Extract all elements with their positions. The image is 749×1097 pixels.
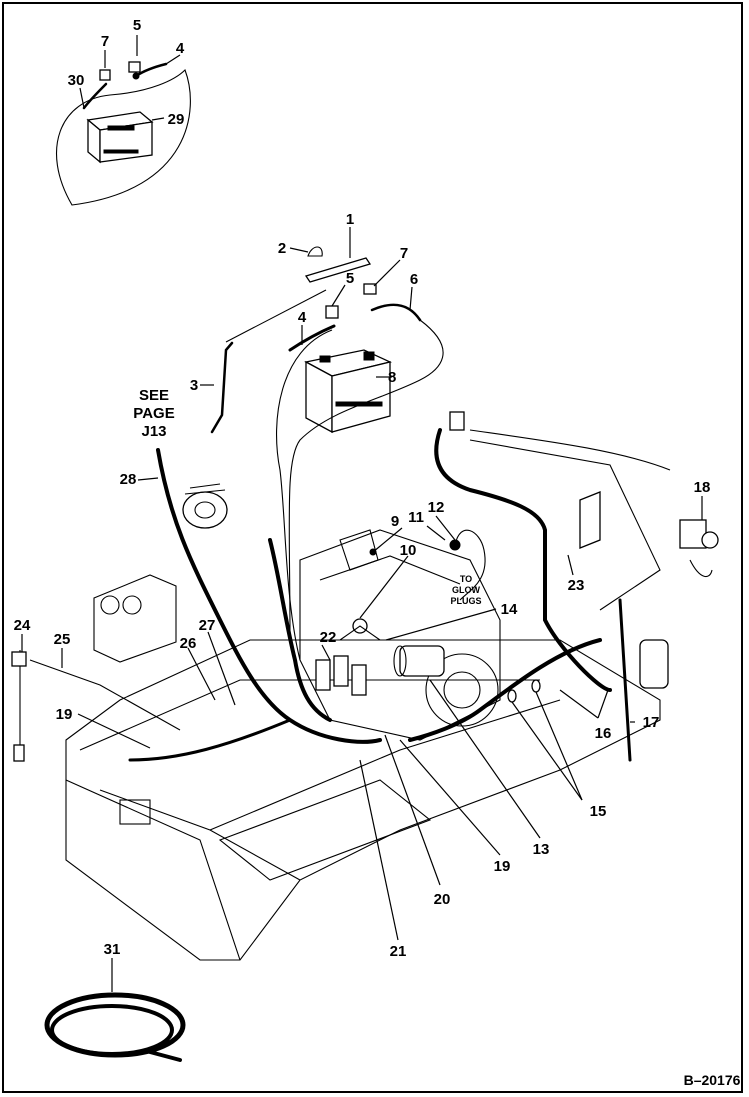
see-page-note-line3: J13 — [141, 423, 166, 440]
callout-9: 9 — [391, 513, 399, 530]
callout-1: 1 — [346, 211, 354, 228]
callout-12: 12 — [428, 499, 445, 516]
tie-15a — [507, 689, 517, 703]
battery-negative-cable — [288, 324, 336, 352]
main-battery — [304, 349, 392, 434]
callout-29: 29 — [168, 111, 185, 128]
terminal-cover-5 — [325, 305, 339, 319]
fuel-tank-left — [93, 574, 177, 663]
glow-plugs-note-line2: GLOW — [452, 585, 480, 595]
battery-positive-cable — [370, 303, 422, 322]
callout-18: 18 — [694, 479, 711, 496]
callout-19-left: 19 — [56, 706, 73, 723]
reservoir — [639, 639, 669, 689]
inset-terminal-cover-b — [128, 61, 141, 73]
fuse-holders — [315, 655, 367, 696]
callout-27: 27 — [199, 617, 216, 634]
harness-lower-right — [408, 638, 602, 742]
harness-bracket-line — [469, 439, 661, 611]
harness-main-right — [434, 428, 612, 692]
switch-24-connector — [13, 744, 25, 762]
callout-labels: 5 7 4 30 29 1 2 3 4 5 7 6 8 28 9 10 11 1… — [14, 17, 711, 960]
callout-31: 31 — [104, 941, 121, 958]
harness-center — [268, 538, 332, 722]
terminal-cover-7 — [363, 283, 377, 295]
leader-lines — [21, 35, 703, 992]
callout-15: 15 — [590, 803, 607, 820]
harness-front — [128, 718, 292, 762]
inset-terminal-cover-a — [99, 69, 111, 81]
callout-24: 24 — [14, 617, 31, 634]
callout-8: 8 — [388, 369, 396, 386]
callout-5: 5 — [346, 270, 354, 287]
harness-connector — [449, 411, 465, 431]
callout-21: 21 — [390, 943, 407, 960]
callout-11: 11 — [408, 509, 424, 526]
glow-plugs-note-line3: PLUGS — [450, 596, 481, 606]
inset-battery-group — [56, 61, 191, 206]
inset-outline — [56, 69, 191, 206]
positive-cable-17 — [618, 598, 632, 762]
callout-4-inset: 4 — [176, 40, 185, 57]
callout-23: 23 — [568, 577, 585, 594]
see-page-note-line2: PAGE — [133, 405, 174, 422]
callout-7: 7 — [400, 245, 408, 262]
alternator — [182, 483, 228, 529]
callout-19-right: 19 — [494, 858, 511, 875]
callout-28: 28 — [120, 471, 137, 488]
hold-down-bracket — [304, 246, 372, 283]
callout-25: 25 — [54, 631, 71, 648]
callout-10: 10 — [400, 542, 417, 559]
harness-upper-right — [469, 429, 671, 471]
callout-14: 14 — [501, 601, 518, 618]
relay-bracket — [579, 491, 601, 549]
callout-4: 4 — [298, 309, 307, 326]
callout-16: 16 — [595, 725, 612, 742]
routing-line-a — [225, 289, 327, 343]
ground-cable-14 — [339, 625, 381, 641]
callout-26: 26 — [180, 635, 197, 652]
callout-2: 2 — [278, 240, 286, 257]
ground-strap — [210, 341, 234, 434]
inset-negative-cable — [82, 82, 108, 110]
callout-17: 17 — [643, 714, 660, 731]
switch-24 — [11, 651, 27, 667]
routing-line-c — [275, 329, 333, 661]
glow-plugs-note-line1: TO — [460, 574, 472, 584]
callout-30: 30 — [68, 72, 85, 89]
callout-6: 6 — [410, 271, 418, 288]
tie-15b — [531, 679, 541, 693]
starter-motor — [393, 645, 445, 677]
callout-5-inset: 5 — [133, 17, 141, 34]
coiled-harness — [44, 992, 186, 1062]
callout-22: 22 — [320, 629, 337, 646]
harness-left-cable — [156, 448, 382, 744]
fuel-shutoff-solenoid — [679, 519, 719, 578]
routing-line-b — [288, 319, 444, 641]
callout-13: 13 — [533, 841, 550, 858]
inset-battery — [86, 111, 154, 164]
harness-25 — [29, 659, 181, 731]
callout-3: 3 — [190, 377, 198, 394]
glow-plug-wire — [454, 529, 486, 601]
figure-id: B–20176 — [684, 1072, 741, 1088]
callout-20: 20 — [434, 891, 451, 908]
callout-7-inset: 7 — [101, 33, 109, 50]
see-page-note-line1: SEE — [139, 387, 169, 404]
